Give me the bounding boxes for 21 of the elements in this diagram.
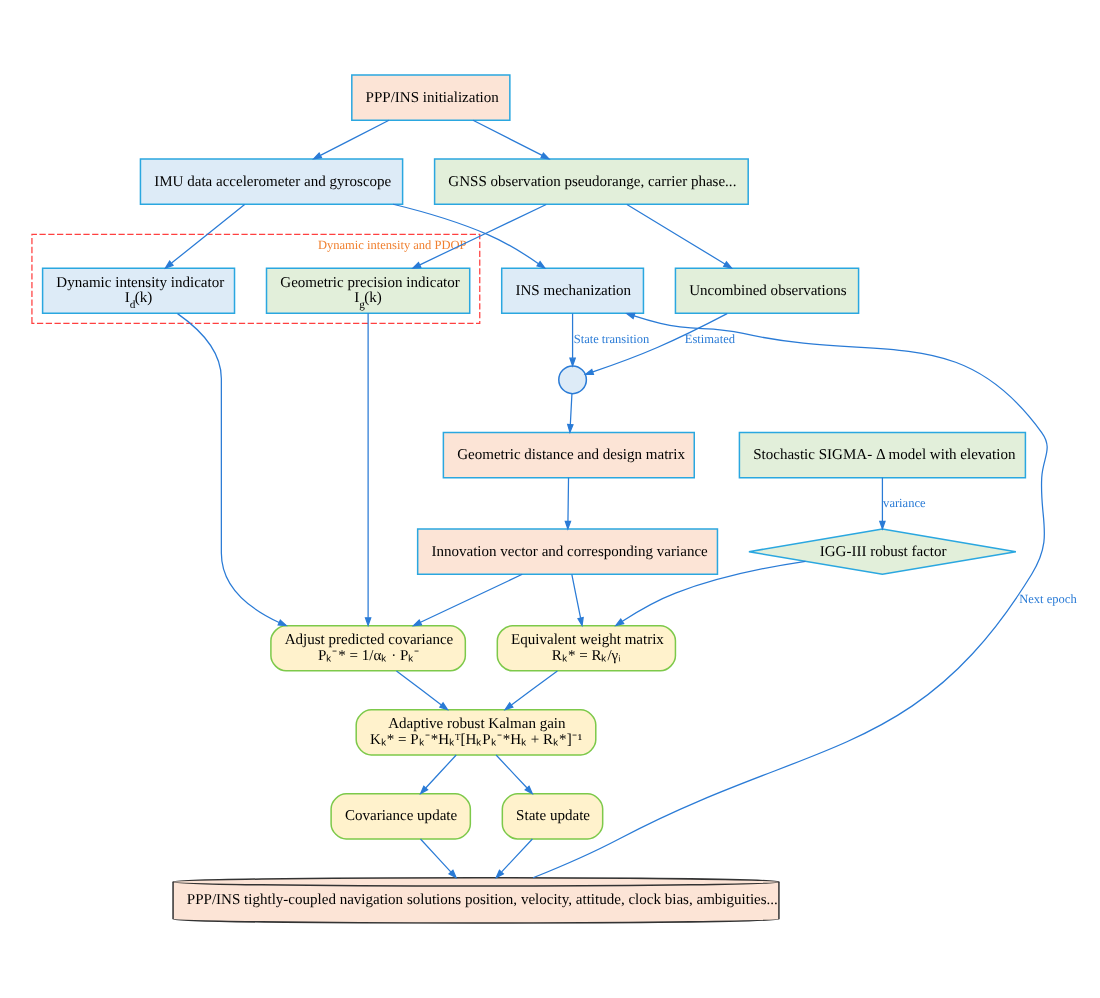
- arrow: [583, 312, 728, 376]
- arrow: [419, 838, 458, 879]
- arrow: [395, 670, 449, 711]
- arrow: [503, 670, 558, 711]
- arrow: [176, 313, 288, 627]
- arrow: [569, 312, 577, 368]
- arrow: [614, 560, 807, 627]
- arrow: [494, 838, 534, 879]
- arrow: [878, 477, 886, 531]
- arrow: [364, 312, 372, 628]
- arrow: [411, 573, 523, 627]
- node-circle: [558, 365, 588, 395]
- arrow: [566, 393, 574, 435]
- arrow: [495, 754, 534, 795]
- arrow: [571, 573, 584, 628]
- arrow: [311, 119, 390, 160]
- arrow: [532, 312, 1048, 879]
- arrow: [419, 754, 457, 795]
- arrow: [564, 477, 572, 531]
- arrow: [626, 203, 734, 269]
- arrow: [472, 119, 551, 160]
